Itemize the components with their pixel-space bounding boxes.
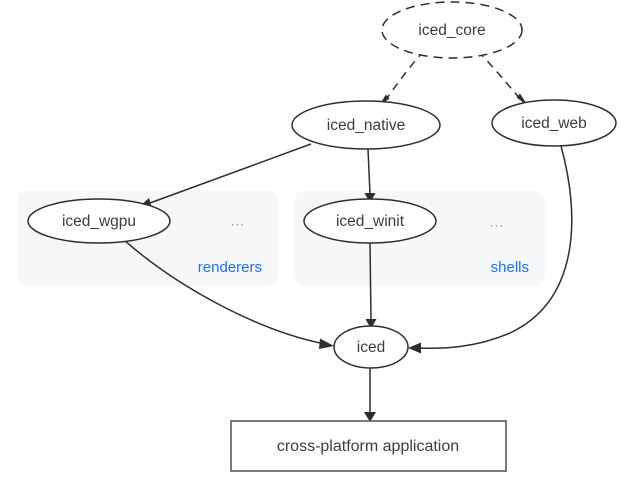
node-cross-platform-application-shape[interactable]: [230, 420, 507, 472]
node-iced-native-label: iced_native: [327, 117, 405, 134]
node-iced-wgpu-shape[interactable]: [27, 198, 171, 244]
node-iced-native-shape[interactable]: [291, 100, 441, 150]
edge-iced-core-to-iced-web: [477, 50, 528, 106]
edge-iced-to-application: [364, 368, 376, 422]
edge-iced-native-to-iced-wgpu-line: [149, 143, 312, 204]
edge-iced-web-to-iced-arrowhead: [408, 342, 421, 354]
edge-iced-wgpu-to-iced: [123, 239, 334, 349]
cluster-renderers-label: renderers: [198, 259, 262, 276]
node-iced-wgpu[interactable]: iced_wgpu: [27, 198, 171, 244]
node-iced-core[interactable]: iced_core: [381, 1, 523, 59]
node-iced-web-shape[interactable]: [491, 99, 617, 147]
cluster-shells-label: shells: [491, 259, 529, 276]
edge-iced-core-to-iced-native: [378, 50, 425, 107]
node-iced-winit-shape[interactable]: [303, 198, 437, 244]
edge-iced-web-to-iced: [408, 145, 573, 354]
edge-iced-native-to-iced-winit-arrowhead: [364, 193, 376, 203]
shells-ellipsis-label: ...: [490, 214, 505, 230]
renderers-ellipsis-label: ...: [231, 213, 246, 229]
node-cross-platform-application[interactable]: cross-platform application: [230, 420, 507, 472]
node-iced-label: iced: [357, 339, 385, 356]
node-iced[interactable]: iced: [333, 325, 409, 369]
node-cross-platform-application-label: cross-platform application: [277, 438, 459, 455]
node-iced-core-shape[interactable]: [381, 1, 523, 59]
node-iced-core-label: iced_core: [418, 22, 485, 39]
edge-iced-core-to-iced-web-line: [477, 50, 522, 101]
node-iced-native[interactable]: iced_native: [291, 100, 441, 150]
edge-iced-winit-to-iced-arrowhead: [365, 319, 377, 329]
edge-iced-winit-to-iced: [365, 242, 377, 329]
edge-iced-native-to-iced-winit: [364, 148, 376, 203]
node-iced-winit-label: iced_winit: [336, 213, 405, 230]
edge-iced-core-to-iced-native-line: [384, 50, 425, 102]
edge-iced-winit-to-iced-line: [369, 242, 372, 321]
edge-iced-to-application-arrowhead: [364, 412, 376, 422]
node-iced-shape[interactable]: [333, 325, 409, 369]
edge-iced-web-to-iced-line: [416, 145, 573, 350]
node-iced-winit[interactable]: iced_winit: [303, 198, 437, 244]
node-iced-web-label: iced_web: [521, 115, 587, 132]
edge-iced-native-to-iced-winit-line: [367, 148, 371, 195]
node-iced-wgpu-label: iced_wgpu: [62, 213, 136, 230]
node-iced-web[interactable]: iced_web: [491, 99, 617, 147]
edge-iced-wgpu-to-iced-line: [123, 239, 326, 345]
edge-iced-wgpu-to-iced-arrowhead: [319, 338, 334, 349]
